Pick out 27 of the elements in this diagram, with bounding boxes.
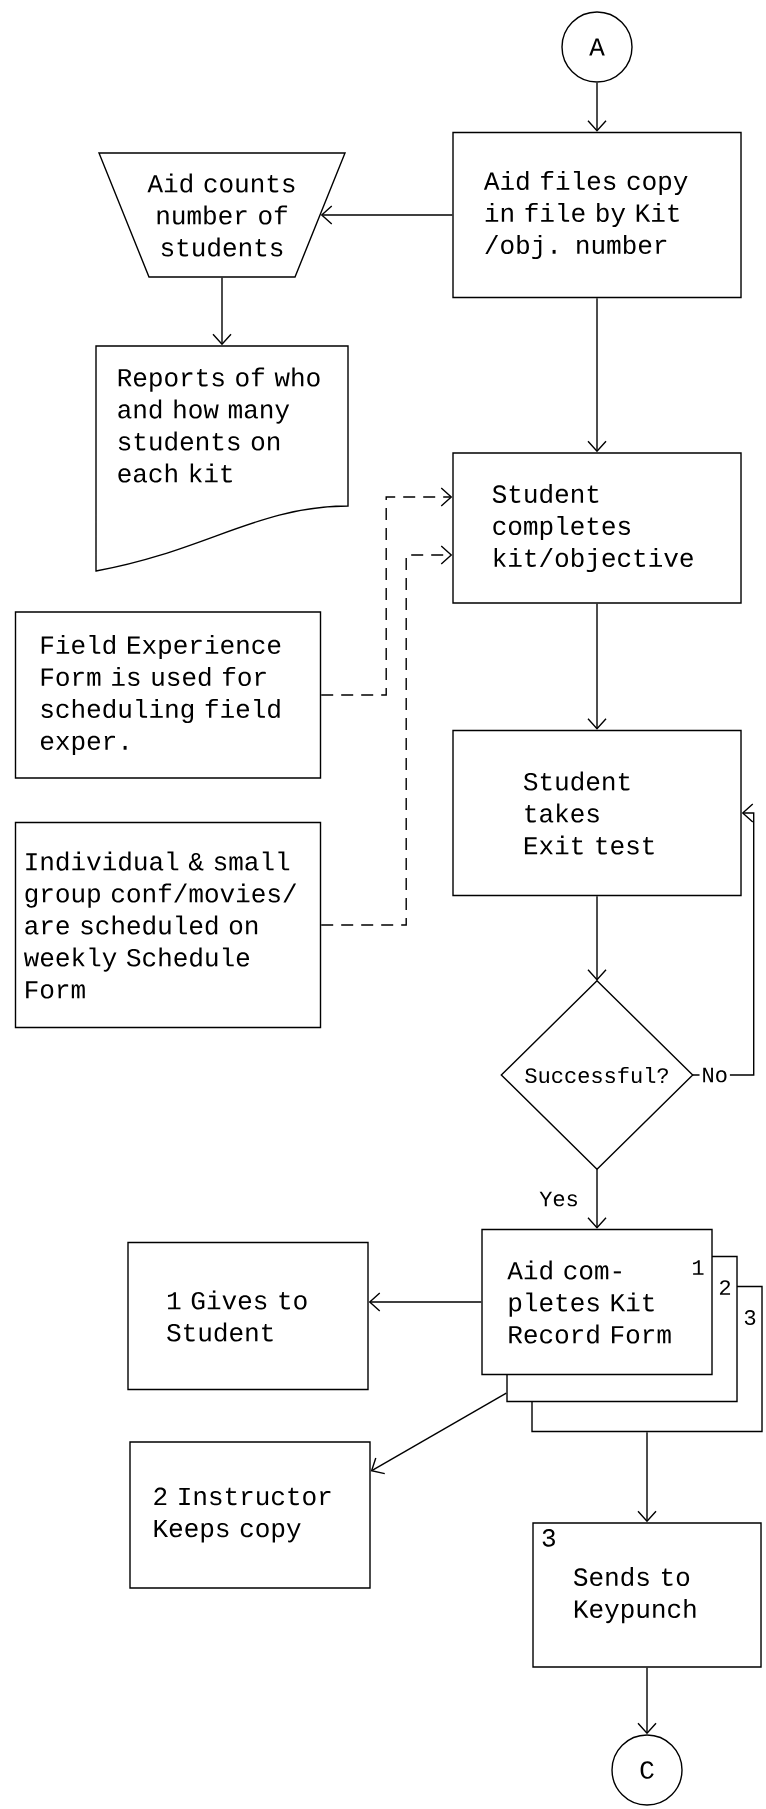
arrow (587, 82, 607, 132)
arrow (212, 277, 232, 346)
process-box: 2 Instructor Keeps copy (129, 1441, 371, 1589)
arrow (637, 1667, 657, 1735)
process-box: Field Experience Form is used for scheduling field exper. (14, 611, 322, 779)
arrow (587, 603, 607, 730)
arrow (320, 205, 453, 225)
process-box: Individual & small group conf/movies/ are scheduled on weekly Schedule Form (14, 821, 322, 1029)
process-box: 1 Gives to Student (127, 1241, 369, 1391)
edge-label: No (699, 1065, 730, 1085)
arrow (368, 1292, 482, 1312)
arrow (637, 1431, 657, 1523)
arrow (587, 297, 607, 453)
process-box: Student completes kit/objective (452, 452, 742, 604)
edge-label: Yes (537, 1189, 581, 1209)
process-box: Aid files copy in file by Kit /obj. number (452, 131, 742, 299)
process-box: Student takes Exit test (452, 729, 742, 897)
box-number: 3 (542, 1529, 555, 1547)
arrow (692, 803, 755, 1076)
arrow (320, 545, 453, 926)
copy-number: 1 (693, 1260, 704, 1275)
arrow (370, 1392, 507, 1475)
copy-number: 3 (744, 1310, 756, 1325)
arrow (587, 1168, 607, 1229)
arrow (320, 487, 453, 696)
arrow (587, 895, 607, 981)
copy-number: 2 (719, 1280, 731, 1295)
